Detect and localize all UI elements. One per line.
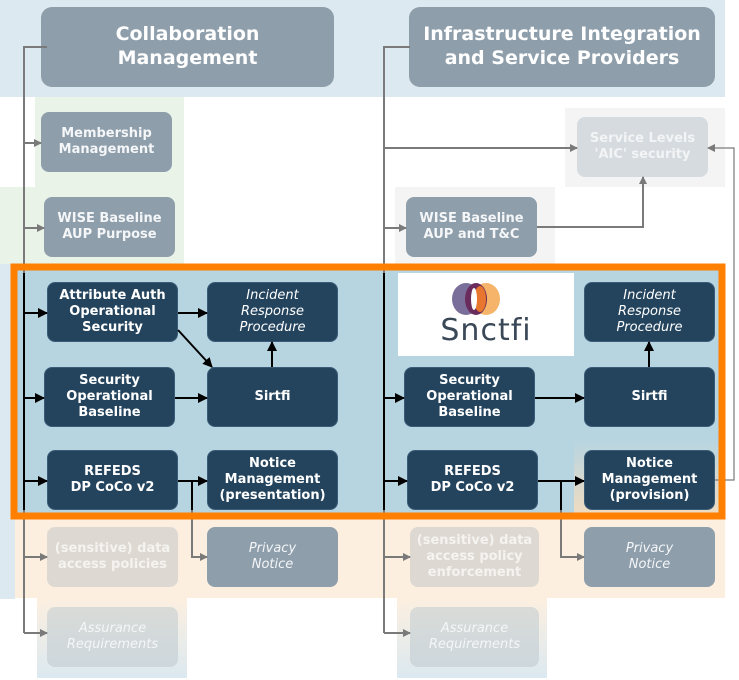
wise-baseline-aup-purpose-box[interactable]: WISE Baseline AUP Purpose [44,197,175,257]
privacy-notice-left-box[interactable]: Privacy Notice [207,527,338,587]
incident-response-right-box[interactable]: Incident Response Procedure [584,282,715,342]
attribute-auth-security-box[interactable]: Attribute Auth Operational Security [47,282,178,342]
membership-management-box[interactable]: Membership Management [41,112,172,172]
incident-response-left-box[interactable]: Incident Response Procedure [207,282,338,342]
service-levels-box[interactable]: Service Levels 'AIC' security [577,117,708,177]
assurance-left-box[interactable]: Assurance Requirements [47,607,178,667]
security-baseline-right-box[interactable]: Security Operational Baseline [404,367,535,427]
sirtfi-right-box[interactable]: Sirtfi [584,367,715,427]
interlocking-rings-icon [452,283,500,315]
collaboration-management-header[interactable]: Collaboration Management [41,7,334,87]
infrastructure-integration-header[interactable]: Infrastructure Integration and Service P… [409,7,715,87]
left-trunk-connector [23,46,208,637]
notice-provision-box[interactable]: Notice Management (provision) [584,450,715,510]
sirtfi-left-box[interactable]: Sirtfi [207,367,338,427]
snctfi-logo: Snctfi [398,273,574,356]
assurance-right-box[interactable]: Assurance Requirements [410,607,539,667]
security-baseline-left-box[interactable]: Security Operational Baseline [44,367,175,427]
right-trunk-connector [383,46,735,637]
left-core-connectors [23,273,277,510]
refeds-coco-left-box[interactable]: REFEDS DP CoCo v2 [47,450,178,510]
refeds-coco-right-box[interactable]: REFEDS DP CoCo v2 [407,450,538,510]
wise-baseline-aup-tc-box[interactable]: WISE Baseline AUP and T&C [406,197,537,257]
notice-presentation-box[interactable]: Notice Management (presentation) [207,450,338,510]
sensitive-data-policies-box[interactable]: (sensitive) data access policies [47,527,178,587]
privacy-notice-right-box[interactable]: Privacy Notice [584,527,715,587]
sensitive-data-enforcement-box[interactable]: (sensitive) data access policy enforceme… [410,527,539,587]
right-core-connectors [383,273,654,510]
highlight-frame [10,263,726,520]
snctfi-logo-text: Snctfi [440,313,532,348]
